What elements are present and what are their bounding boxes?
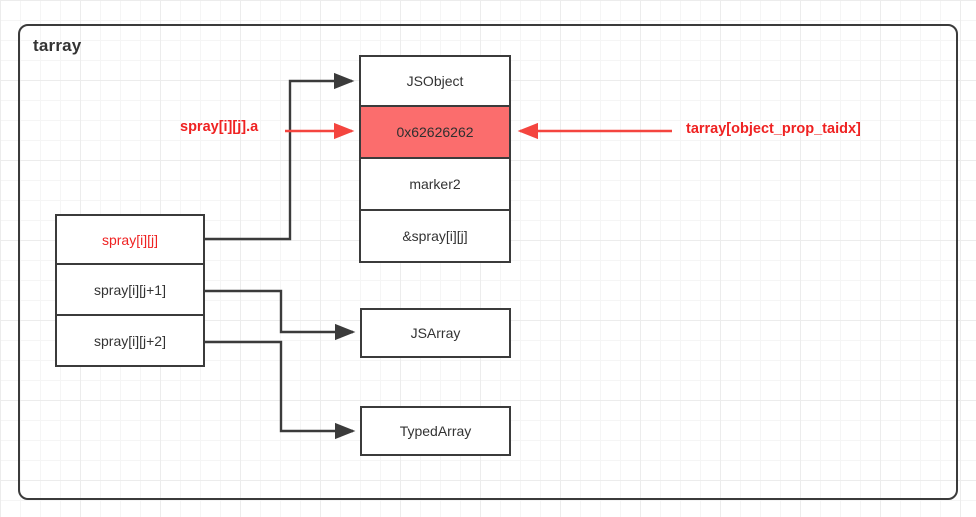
spray-prop-label: spray[i][j].a — [180, 119, 259, 135]
spray-cell-j2[interactable]: spray[i][j+2] — [55, 316, 205, 367]
tarray-title: tarray — [33, 36, 82, 55]
jsobject-marker2-cell[interactable]: marker2 — [359, 159, 511, 211]
tarray-index-label: tarray[object_prop_taidx] — [686, 121, 861, 137]
jsobject-overwritten-value-cell[interactable]: 0x62626262 — [359, 107, 511, 159]
spray-cell-j[interactable]: spray[i][j] — [55, 214, 205, 265]
spray-array-cells: spray[i][j] spray[i][j+1] spray[i][j+2] — [55, 214, 205, 367]
typedarray-node[interactable]: TypedArray — [360, 406, 511, 456]
jsobject-fields: JSObject 0x62626262 marker2 &spray[i][j] — [359, 55, 511, 263]
jsarray-node[interactable]: JSArray — [360, 308, 511, 358]
tarray-container — [18, 24, 958, 500]
jsobject-backref-cell[interactable]: &spray[i][j] — [359, 211, 511, 263]
jsobject-header-cell[interactable]: JSObject — [359, 55, 511, 107]
spray-cell-j1[interactable]: spray[i][j+1] — [55, 265, 205, 316]
